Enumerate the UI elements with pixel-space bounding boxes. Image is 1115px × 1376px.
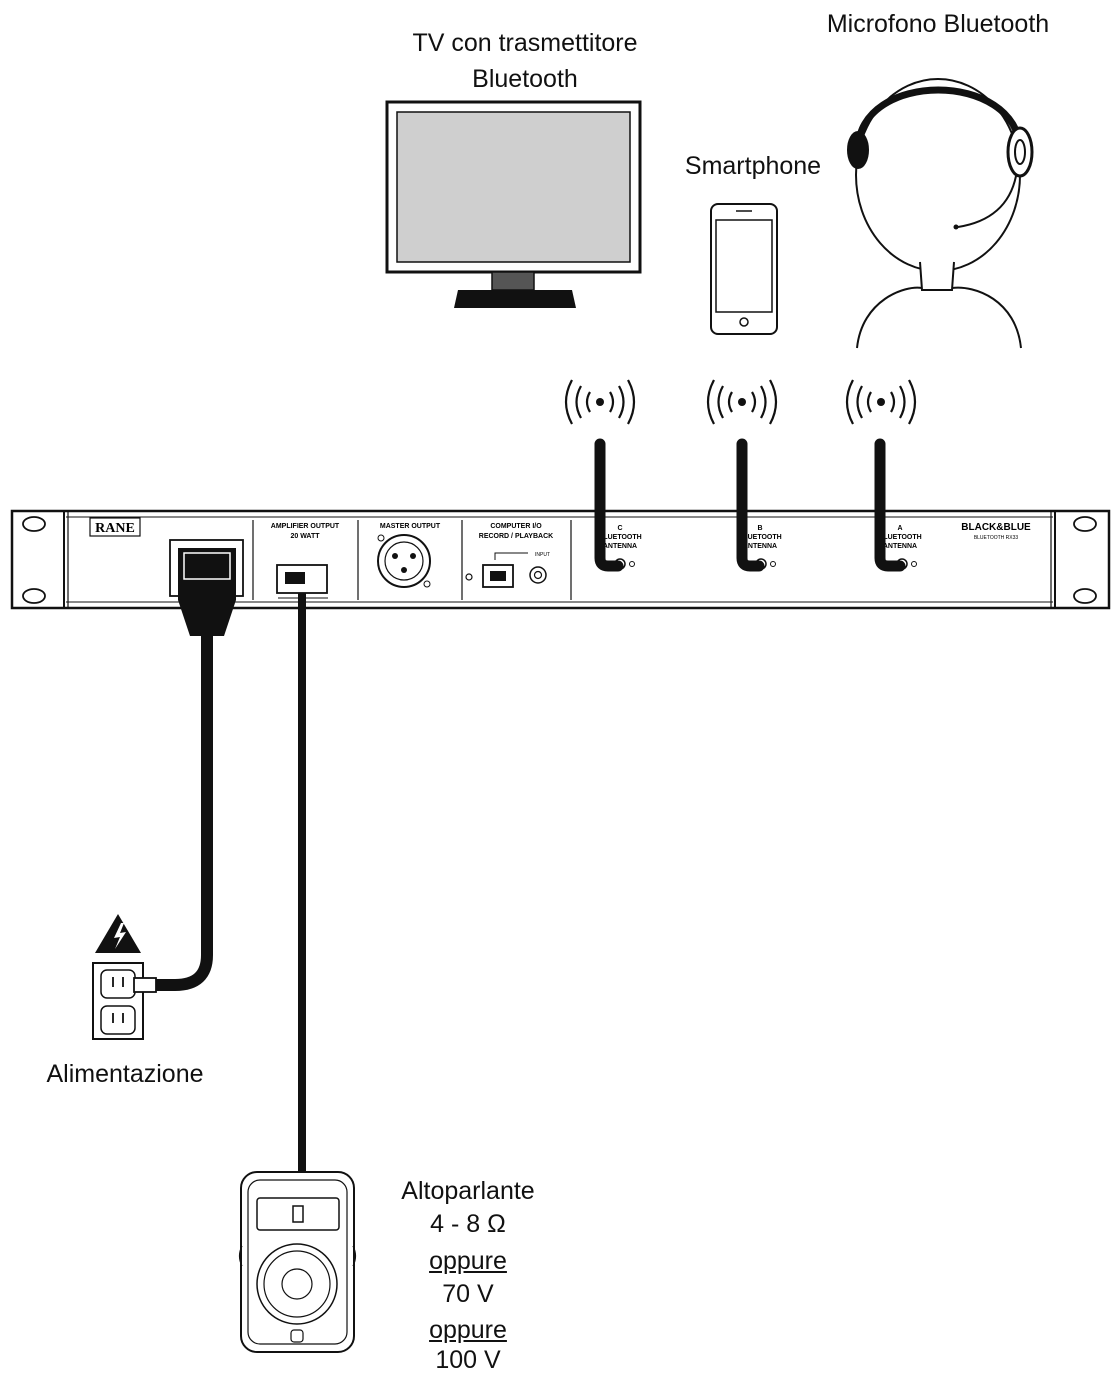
amp-watt-label: 20 WATT (290, 533, 320, 540)
speaker-70v-label: 70 V (442, 1280, 494, 1308)
record-playback-label: RECORD / PLAYBACK (479, 533, 553, 540)
smartphone-icon (710, 203, 778, 335)
or-label-1: oppure (429, 1247, 507, 1275)
antenna-b-word: ANTENNA (743, 543, 777, 550)
antenna-a-letter: A (897, 525, 902, 532)
antenna-a-word: ANTENNA (883, 543, 917, 550)
antenna-c-bluetooth: BLUETOOTH (598, 534, 641, 541)
bluetooth-signal-icon (845, 379, 917, 425)
wall-outlet-icon (92, 962, 157, 1040)
amp-output-label: AMPLIFIER OUTPUT (271, 523, 340, 530)
antenna-b-letter: B (757, 525, 762, 532)
antenna-b-bluetooth: BLUETOOTH (738, 534, 781, 541)
master-output-label: MASTER OUTPUT (380, 523, 441, 530)
antenna-a (874, 438, 906, 572)
input-label: INPUT (535, 552, 550, 558)
smartphone-label: Smartphone (684, 152, 822, 180)
headset-person-icon (847, 78, 1034, 349)
tv-label-line1: TV con trasmettitore (412, 29, 638, 57)
or-label-2: oppure (429, 1316, 507, 1344)
computer-io-label: COMPUTER I/O (490, 523, 542, 530)
microphone-label: Microfono Bluetooth (826, 10, 1050, 38)
power-plug-icon (169, 539, 244, 636)
power-label: Alimentazione (46, 1060, 204, 1088)
speaker-icon (238, 1171, 357, 1353)
product-model: BLUETOOTH RX33 (974, 535, 1019, 541)
bluetooth-signal-icon (564, 379, 636, 425)
product-name: BLACK&BLUE (961, 522, 1031, 533)
tv-label-line2: Bluetooth (472, 65, 578, 93)
brand-logo: RANE (95, 521, 135, 536)
speaker-title-label: Altoparlante (401, 1177, 535, 1205)
antenna-c-letter: C (617, 525, 622, 532)
warning-icon (95, 914, 141, 953)
antenna-b (736, 438, 765, 572)
antenna-c-word: ANTENNA (603, 543, 637, 550)
power-cable (152, 636, 213, 991)
antenna-c (594, 438, 624, 572)
tv-icon (385, 100, 642, 308)
speaker-100v-label: 100 V (435, 1346, 501, 1374)
antenna-a-bluetooth: BLUETOOTH (878, 534, 921, 541)
bluetooth-signal-icon (706, 379, 778, 425)
speaker-impedance-label: 4 - 8 Ω (430, 1210, 506, 1238)
